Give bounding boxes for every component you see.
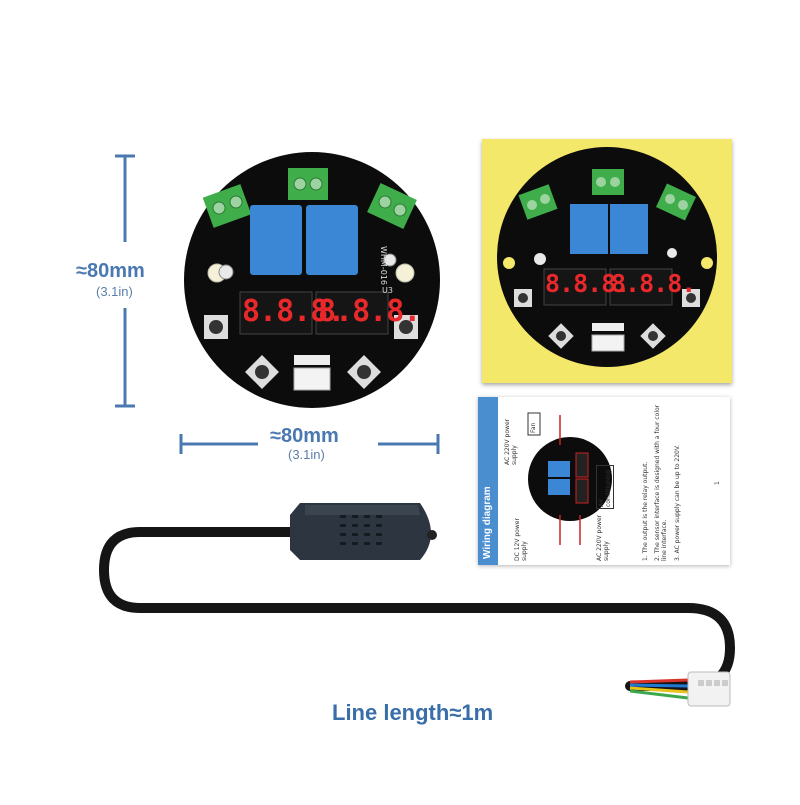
height-label: ≈80mm [76,260,145,282]
relay-left [250,205,302,275]
height-dimension-lines [115,154,135,408]
product-box: 8.8.8. 8.8.8. [482,139,732,383]
height-dimension: ≈80mm (3.1in) [60,150,190,412]
manual-sheet: Wiring diagram AC 220V power supply Fan … [478,397,730,565]
relay-right [306,205,358,275]
width-label: ≈80mm [270,425,339,447]
width-sub-label: (3.1in) [288,447,325,462]
terminal-left [202,184,252,228]
circuit-board-graphic [184,152,440,408]
cable-length-label: Line length≈1m [332,700,494,725]
sensor-probe-icon [290,503,437,560]
manual-content: Wiring diagram AC 220V power supply Fan … [478,397,730,565]
width-dimension-lines [179,434,440,454]
button-right-top-icon [394,315,418,339]
boxed-board-graphic [497,147,717,367]
terminal-right [367,183,417,229]
board-u3-label: U3 [382,286,393,295]
circuit-board: 8.8.8. 8.8.8. U3 WHM-016 [182,150,442,410]
width-dimension: ≈80mm (3.1in) [178,425,443,470]
height-sub-label: (3.1in) [96,284,133,299]
terminal-top [288,168,328,200]
button-left-top-icon [204,315,228,339]
wiring-diagram-graphic [527,412,612,545]
